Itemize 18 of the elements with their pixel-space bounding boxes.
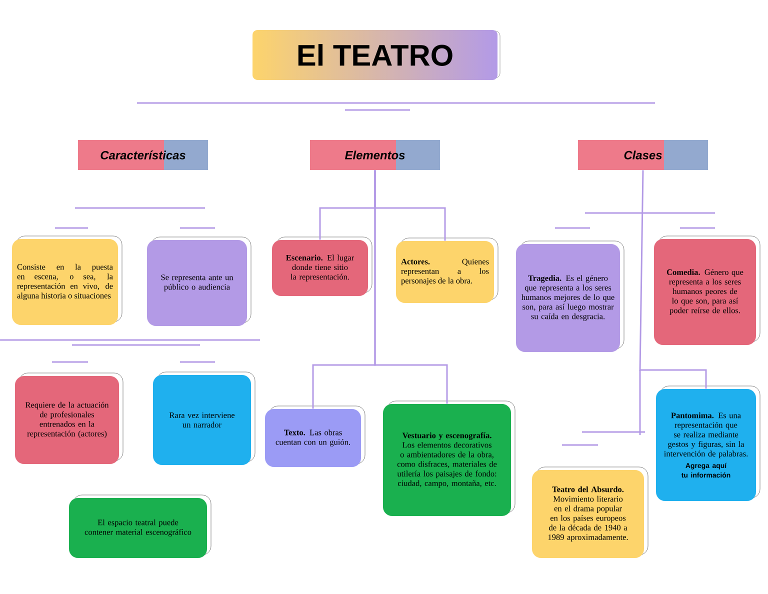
title-banner: El TEATRO [252, 30, 500, 80]
info-card: Rara vez interviene un narrador [153, 372, 256, 465]
connector-line [374, 170, 448, 404]
connector-line [639, 170, 707, 389]
info-card: Vestuario y escenografía. Los elementos decorativos o ambientadores de la obra, como disfraces, materiales de utilería los paisajes de fondo: ciudad, campo, montaña, etc. [383, 400, 516, 516]
heading-banner: Características [78, 140, 208, 170]
info-card: Comedia. Género que representa a los seres humanos peores de lo que son, para así poder reírse de ellos. [654, 236, 760, 345]
info-card: Se representa ante un público o audiencia [147, 236, 252, 326]
info-card: Escenario. El lugar donde tiene sitio la representación. [272, 236, 372, 296]
heading-banner: Elementos [310, 140, 440, 170]
info-card: Texto. Las obras cuentan con un guión. [265, 406, 366, 467]
heading-banner: Clases [578, 140, 708, 170]
info-card: Consiste en la puesta en escena, o sea, la representación en vivo, de alguna historia o situaciones [12, 236, 122, 325]
info-card: Requiere de la actuación de profesionales entrenados en la representación (actores) [15, 372, 124, 464]
info-card: El espacio teatral puede contener material escenográfico [69, 494, 212, 558]
info-card: Tragedia. Es el género que representa a los seres humanos mejores de lo que son, para así luego mostrar su caída en desgracia. [516, 240, 624, 352]
info-card: Teatro del Absurdo. Movimiento literario en el drama popular en los países europeos de la década de 1940 a 1989 aproximadamente. [532, 466, 648, 558]
info-card: Actores. Quienes representan a los personajes de la obra. [396, 238, 498, 303]
